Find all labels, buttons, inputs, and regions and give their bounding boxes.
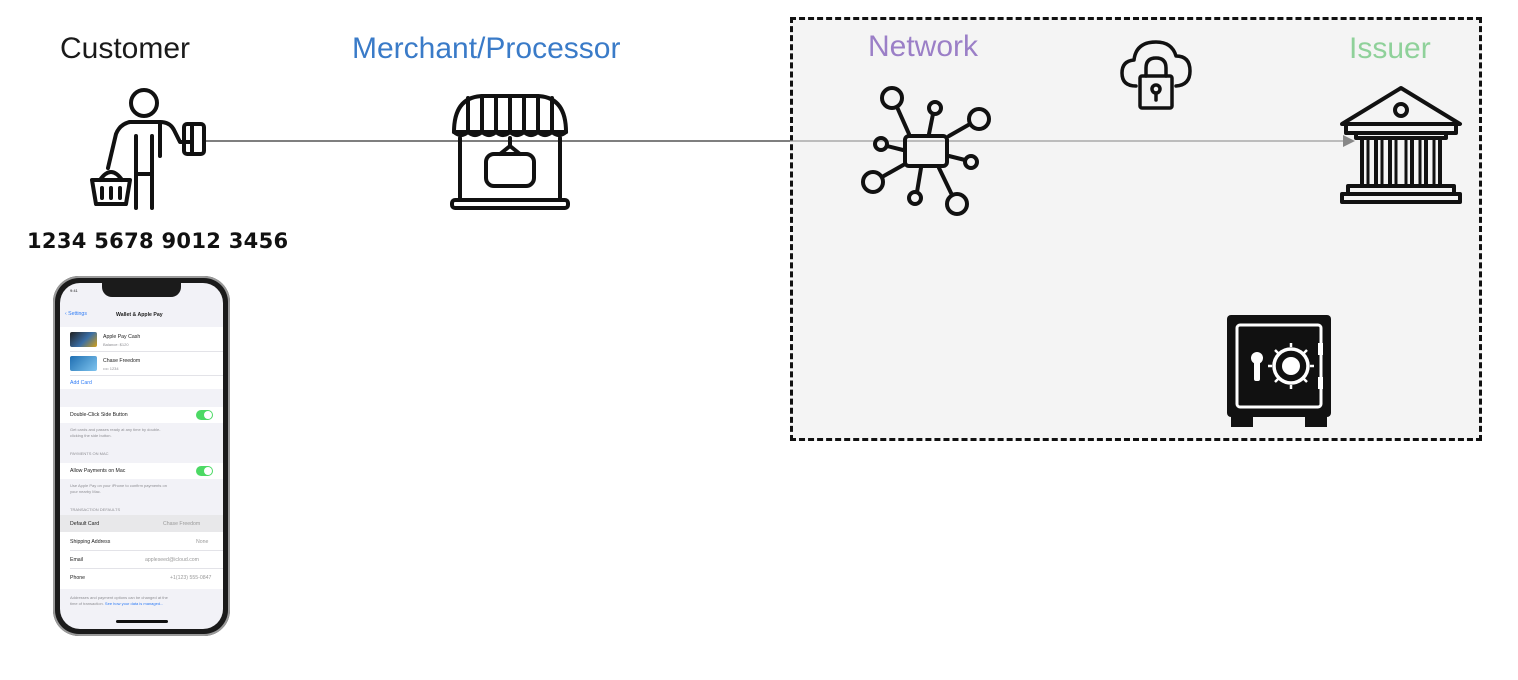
- card-number: 1234 5678 9012 3456: [27, 229, 289, 253]
- customer-with-basket-and-card-icon: [90, 88, 206, 210]
- allow-mac-note-2: your nearby Mac.: [70, 489, 101, 494]
- double-click-note-1: Get cards and passes ready at any time b…: [70, 427, 161, 432]
- safe-vault-icon: [1227, 315, 1331, 427]
- bank-building-icon: [1340, 86, 1462, 204]
- footer-note-2: time of transaction. See how your data i…: [70, 601, 163, 606]
- row-value-email: appleseed@icloud.com: [145, 557, 200, 563]
- phone-mockup: 9:41 ‹ Settings Wallet & Apple Pay Apple…: [53, 276, 230, 636]
- phone-notch: [102, 283, 181, 297]
- card-name-1[interactable]: Apple Pay Cash: [103, 334, 141, 340]
- double-click-note-2: clicking the side button.: [70, 433, 112, 438]
- allow-mac-row: [60, 463, 223, 479]
- row-label-email[interactable]: Email: [70, 557, 83, 563]
- phone-screen: 9:41 ‹ Settings Wallet & Apple Pay Apple…: [60, 283, 223, 629]
- row-value-phone: +1(123) 555-0847: [170, 575, 212, 581]
- flow-arrowhead: [1343, 135, 1355, 147]
- card-detail-2: •••• 1234: [103, 366, 119, 371]
- default-card-row[interactable]: [60, 515, 223, 532]
- row-label-phone[interactable]: Phone: [70, 575, 86, 581]
- storefront-icon: [450, 94, 570, 210]
- footer-note-2-text: time of transaction.: [70, 601, 104, 606]
- card-name-2[interactable]: Chase Freedom: [103, 358, 141, 364]
- home-indicator: [116, 620, 168, 623]
- double-click-label: Double-Click Side Button: [70, 412, 128, 418]
- customer-label: Customer: [60, 32, 191, 65]
- data-managed-link[interactable]: See how your data is managed...: [104, 601, 164, 606]
- divider: [70, 375, 223, 376]
- add-card-link[interactable]: Add Card: [70, 380, 92, 386]
- apple-pay-cash-card-thumb: [70, 332, 97, 347]
- double-click-toggle[interactable]: [196, 410, 213, 420]
- wallet-title: Wallet & Apple Pay: [116, 312, 163, 318]
- allow-mac-label: Allow Payments on Mac: [70, 468, 126, 474]
- card-detail-1: Balance: $120: [103, 342, 129, 347]
- allow-mac-toggle[interactable]: [196, 466, 213, 476]
- row-value-shipping: None: [196, 539, 209, 545]
- network-hub-icon: [861, 86, 991, 216]
- transaction-header: TRANSACTION DEFAULTS: [70, 507, 121, 512]
- divider: [70, 568, 223, 569]
- back-label: Settings: [68, 311, 87, 317]
- issuer-label: Issuer: [1349, 32, 1431, 65]
- footer-note-1: Addresses and payment options can be cha…: [70, 595, 168, 600]
- double-click-row: [60, 407, 223, 423]
- row-value-default-card: Chase Freedom: [163, 521, 201, 527]
- status-time: 9:41: [70, 288, 78, 293]
- allow-mac-note-1: Use Apple Pay on your iPhone to confirm …: [70, 483, 167, 488]
- row-label-default-card: Default Card: [70, 521, 100, 527]
- divider: [70, 550, 223, 551]
- cloud-lock-icon: [1120, 40, 1192, 110]
- chase-freedom-card-thumb: [70, 356, 97, 371]
- merchant-label: Merchant/Processor: [352, 32, 621, 65]
- payments-header: PAYMENTS ON MAC: [70, 451, 109, 456]
- row-label-shipping[interactable]: Shipping Address: [70, 539, 111, 545]
- network-label: Network: [868, 30, 979, 63]
- divider: [70, 351, 223, 352]
- back-link[interactable]: ‹ Settings: [65, 311, 87, 317]
